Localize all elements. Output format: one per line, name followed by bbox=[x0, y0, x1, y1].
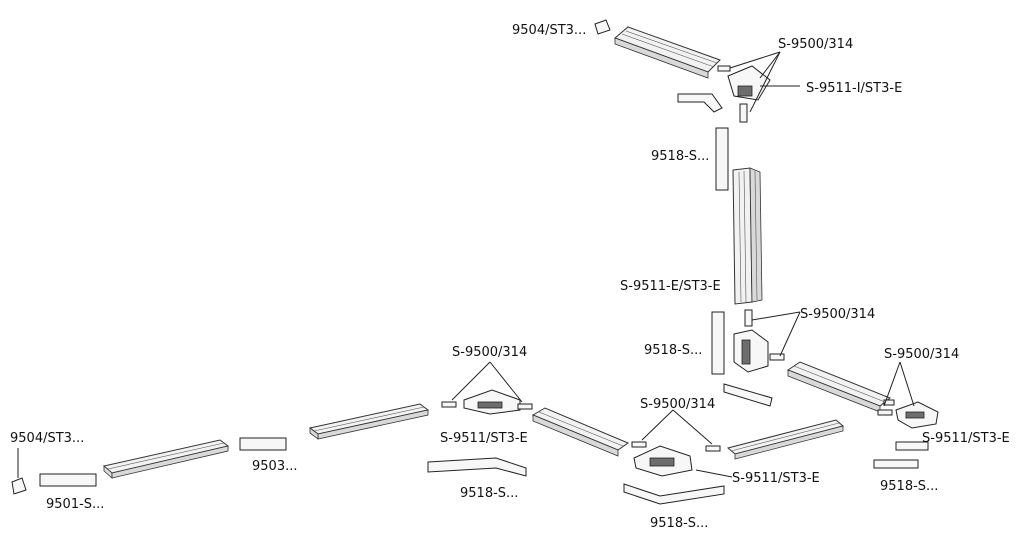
label-flex-center: 9518-S... bbox=[650, 516, 708, 531]
rail-top bbox=[614, 26, 721, 79]
connector-top-b bbox=[739, 103, 748, 123]
straight-connector-part bbox=[239, 437, 287, 451]
rail-center-right bbox=[726, 419, 845, 460]
label-connector-right: S-9500/314 bbox=[884, 347, 959, 362]
connector-mid-a bbox=[744, 309, 753, 327]
flex-right-b bbox=[873, 459, 919, 469]
rail-center-left bbox=[531, 407, 630, 457]
connector-center-b bbox=[705, 445, 721, 452]
flex-center-part bbox=[623, 483, 725, 505]
corner-center bbox=[633, 445, 693, 477]
flex-top-part bbox=[677, 93, 723, 113]
label-connector-mid: S-9500/314 bbox=[800, 307, 875, 322]
corner-top bbox=[727, 65, 771, 101]
connector-left-a bbox=[441, 401, 457, 408]
connector-right-a bbox=[877, 409, 893, 416]
label-connector-top: S-9500/314 bbox=[778, 37, 853, 52]
label-power-feed: 9501-S... bbox=[46, 497, 104, 512]
flex-right-a bbox=[895, 441, 929, 451]
connector-top-a bbox=[717, 65, 731, 72]
label-corner-left: S-9511/ST3-E bbox=[440, 431, 528, 446]
label-flex-right: 9518-S... bbox=[880, 479, 938, 494]
labels: 9504/ST3... S-9500/314 S-9511-I/ST3-E 95… bbox=[10, 23, 1010, 531]
label-corner-center: S-9511/ST3-E bbox=[732, 471, 820, 486]
rail-vertical bbox=[732, 167, 763, 305]
connector-center-a bbox=[631, 441, 647, 448]
power-feed-part bbox=[39, 473, 97, 487]
label-connector-left: S-9500/314 bbox=[452, 345, 527, 360]
rail-mid-left bbox=[308, 403, 430, 440]
rail-left-long bbox=[102, 439, 230, 479]
label-corner-vertical: S-9511-E/ST3-E bbox=[620, 279, 721, 294]
flex-top-vertical bbox=[715, 127, 729, 191]
flex-parts bbox=[11, 19, 929, 505]
label-end-cap-top: 9504/ST3... bbox=[512, 23, 586, 38]
label-flex-left: 9518-S... bbox=[460, 486, 518, 501]
connector-left-b bbox=[517, 403, 533, 410]
corner-right bbox=[895, 401, 939, 429]
flex-mid-foot bbox=[723, 383, 773, 407]
label-connector-center: S-9500/314 bbox=[640, 397, 715, 412]
label-flex-mid: 9518-S... bbox=[644, 343, 702, 358]
end-cap-top-part bbox=[594, 19, 611, 35]
rail-right bbox=[786, 361, 891, 413]
label-end-cap-left: 9504/ST3... bbox=[10, 431, 84, 446]
connector-right-b bbox=[883, 399, 895, 406]
connector-mid-b bbox=[769, 353, 785, 361]
end-cap-left-part bbox=[11, 477, 27, 495]
corner-vertical-base bbox=[733, 329, 769, 373]
leader-lines bbox=[17, 51, 915, 478]
corner-left bbox=[463, 389, 521, 415]
label-corner-right: S-9511/ST3-E bbox=[922, 431, 1010, 446]
flex-mid-part bbox=[711, 311, 725, 375]
label-straight-connector: 9503... bbox=[252, 459, 297, 474]
label-flex-top: 9518-S... bbox=[651, 149, 709, 164]
flex-left-part bbox=[427, 457, 527, 477]
connectors bbox=[441, 65, 895, 452]
label-corner-top: S-9511-I/ST3-E bbox=[806, 81, 902, 96]
